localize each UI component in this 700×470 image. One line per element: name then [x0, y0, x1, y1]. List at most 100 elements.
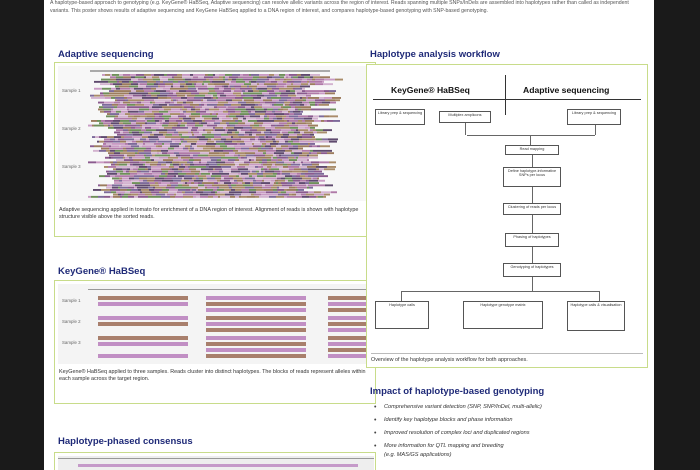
- read-segment: [256, 170, 259, 173]
- read-segment: [325, 184, 333, 187]
- read-segment: [295, 122, 297, 125]
- read-segment: [136, 156, 145, 159]
- read-segment: [291, 83, 293, 86]
- read-segment: [215, 191, 217, 194]
- workflow-connector-5: [532, 187, 533, 203]
- read-segment: [214, 170, 219, 173]
- read-segment: [271, 156, 273, 159]
- read-segment: [196, 166, 206, 168]
- read-segment: [283, 106, 291, 109]
- read-segment: [114, 126, 123, 129]
- read-segment: [246, 191, 249, 194]
- read-segment: [104, 195, 110, 198]
- read-segment: [228, 85, 230, 88]
- read-segment: [188, 166, 190, 168]
- read-segment: [125, 191, 130, 194]
- read-segment: [287, 120, 289, 122]
- read-segment: [142, 133, 150, 136]
- read-segment: [242, 177, 245, 180]
- read-segment: [289, 120, 298, 122]
- read-segment: [152, 117, 154, 120]
- read-segment: [296, 103, 300, 106]
- read-segment: [152, 76, 159, 79]
- read-segment: [149, 189, 154, 191]
- read-segment: [219, 184, 228, 187]
- read-segment: [206, 145, 215, 148]
- read-segment: [255, 108, 264, 111]
- read-segment: [131, 179, 139, 182]
- read-segment: [101, 120, 105, 122]
- read-segment: [207, 131, 211, 134]
- read-segment: [212, 172, 221, 175]
- read-segment: [254, 99, 257, 102]
- read-segment: [276, 175, 285, 178]
- read-segment: [215, 129, 225, 132]
- read-segment: [120, 152, 126, 155]
- read-segment: [170, 154, 176, 157]
- read-segment: [284, 101, 290, 104]
- read-segment: [307, 103, 310, 106]
- read-segment: [214, 110, 223, 113]
- read-segment: [147, 179, 154, 182]
- read-segment: [98, 108, 103, 111]
- read-segment: [223, 126, 226, 129]
- read-segment: [243, 97, 253, 99]
- read-segment: [145, 126, 151, 129]
- read-segment: [213, 78, 223, 81]
- read-segment: [231, 80, 236, 83]
- read-segment: [209, 78, 213, 81]
- read-segment: [217, 179, 220, 182]
- read-segment: [235, 120, 238, 122]
- read-segment: [302, 195, 309, 198]
- read-segment: [241, 168, 248, 171]
- read-segment: [293, 145, 298, 148]
- read-segment: [164, 140, 172, 143]
- read-segment: [163, 87, 170, 90]
- read-segment: [191, 186, 198, 189]
- read-segment: [138, 168, 145, 171]
- adaptive-sequencing-heading: Adaptive sequencing: [58, 49, 154, 60]
- read-segment: [219, 74, 225, 76]
- read-segment: [238, 106, 245, 109]
- read-segment: [94, 124, 104, 127]
- read-segment: [99, 106, 103, 109]
- read-segment: [312, 78, 315, 81]
- read-segment: [272, 87, 279, 90]
- read-segment: [240, 124, 250, 127]
- read-segment: [171, 108, 180, 111]
- read-segment: [218, 195, 220, 198]
- read-segment: [285, 149, 292, 152]
- read-segment: [274, 170, 280, 173]
- read-segment: [296, 156, 298, 159]
- read-segment: [277, 177, 281, 180]
- read-segment: [198, 182, 200, 184]
- read-segment: [191, 92, 199, 95]
- read-segment: [198, 184, 204, 187]
- read-segment: [123, 156, 125, 159]
- read-segment: [147, 177, 155, 180]
- read-segment: [168, 179, 173, 182]
- read-segment: [200, 156, 210, 159]
- read-segment: [218, 101, 228, 104]
- read-segment: [111, 110, 116, 113]
- read-segment: [124, 138, 134, 141]
- read-segment: [247, 103, 255, 106]
- read-segment: [197, 129, 203, 132]
- read-segment: [137, 172, 144, 175]
- read-segment: [194, 163, 199, 166]
- read-segment: [293, 76, 298, 79]
- read-segment: [125, 124, 128, 127]
- read-segment: [188, 87, 196, 90]
- read-segment: [228, 87, 231, 90]
- impact-bullet-4: •: [374, 443, 377, 450]
- read-segment: [296, 191, 300, 194]
- read-segment: [152, 110, 159, 113]
- impact-heading: Impact of haplotype-based genotyping: [370, 386, 545, 397]
- read-segment: [225, 78, 228, 81]
- read-segment: [167, 175, 174, 178]
- read-segment: [119, 80, 122, 83]
- read-segment: [241, 103, 247, 106]
- read-segment: [276, 154, 279, 157]
- read-segment: [277, 172, 280, 175]
- read-segment: [243, 179, 253, 182]
